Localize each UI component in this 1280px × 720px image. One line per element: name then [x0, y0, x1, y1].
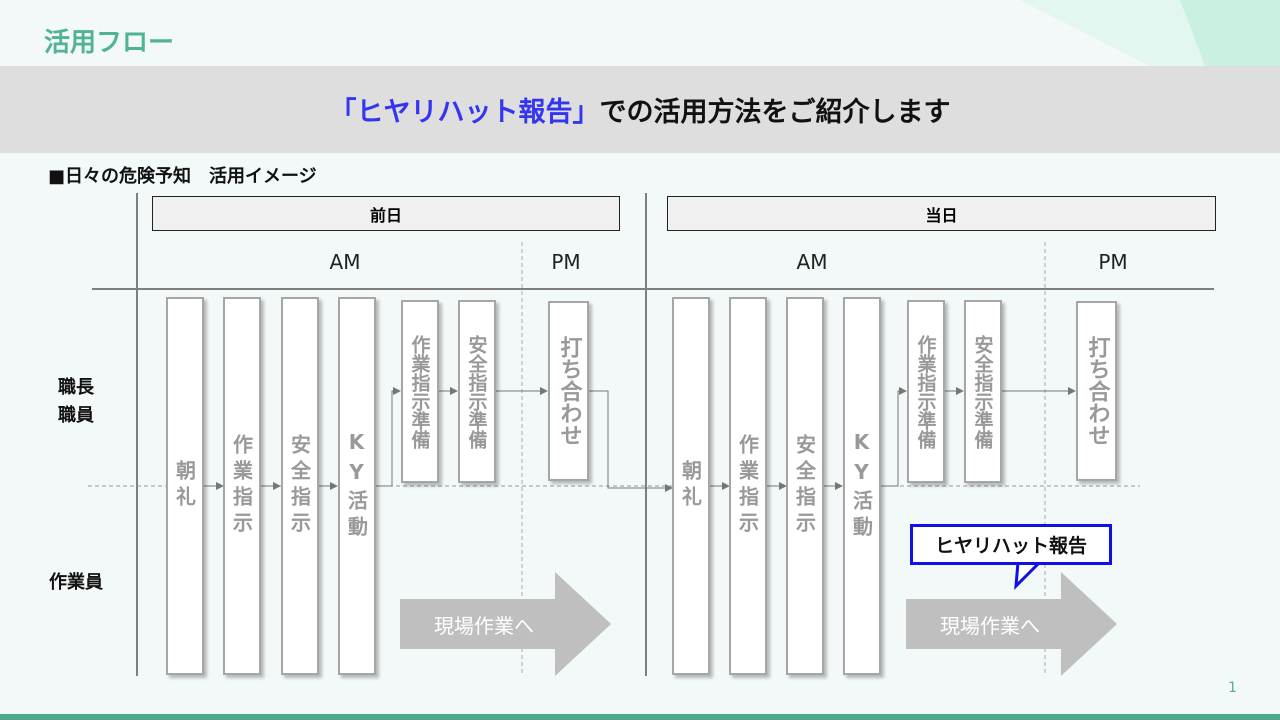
pm-label: PM: [1098, 250, 1128, 274]
section-subtitle: ■日々の危険予知 活用イメージ: [48, 166, 317, 187]
am-label: AM: [329, 250, 361, 274]
step-meeting: 打ち合わせ: [548, 301, 589, 481]
banner-text: での活用方法をご紹介します: [599, 97, 951, 128]
step-ky-activity: KY活動: [338, 297, 376, 675]
near-miss-report-callout: ヒヤリハット報告: [910, 524, 1112, 565]
banner: 「ヒヤリハット報告」での活用方法をご紹介します: [0, 66, 1280, 153]
step-work-instruction: 作業指示: [223, 297, 261, 675]
to-site-arrow: 現場作業へ: [400, 572, 611, 676]
step-meeting: 打ち合わせ: [1076, 301, 1117, 481]
step-safety-prep: 安全指示準備: [458, 300, 496, 483]
day-header-today: 当日: [667, 196, 1216, 231]
bottom-bar: [0, 714, 1280, 720]
to-site-arrow: 現場作業へ: [906, 572, 1117, 676]
step-work-prep: 作業指示準備: [907, 300, 945, 483]
am-label: AM: [796, 250, 828, 274]
step-work-instruction: 作業指示: [729, 297, 767, 675]
step-ky-activity: KY活動: [843, 297, 881, 675]
step-safety-instruction: 安全指示: [281, 297, 319, 675]
step-work-prep: 作業指示準備: [401, 300, 439, 483]
page-number: 1: [1228, 680, 1237, 696]
step-safety-instruction: 安全指示: [786, 297, 824, 675]
banner-highlight: 「ヒヤリハット報告」: [329, 97, 600, 128]
step-safety-prep: 安全指示準備: [964, 300, 1002, 483]
row-label-leaders: 職長 職員: [58, 377, 94, 426]
step-morning-meeting: 朝礼: [166, 297, 204, 675]
day-header-prev: 前日: [152, 196, 620, 231]
step-morning-meeting: 朝礼: [672, 297, 710, 675]
pm-label: PM: [551, 250, 581, 274]
slide-title: 活用フロー: [44, 28, 175, 58]
row-label-workers: 作業員: [49, 572, 103, 593]
